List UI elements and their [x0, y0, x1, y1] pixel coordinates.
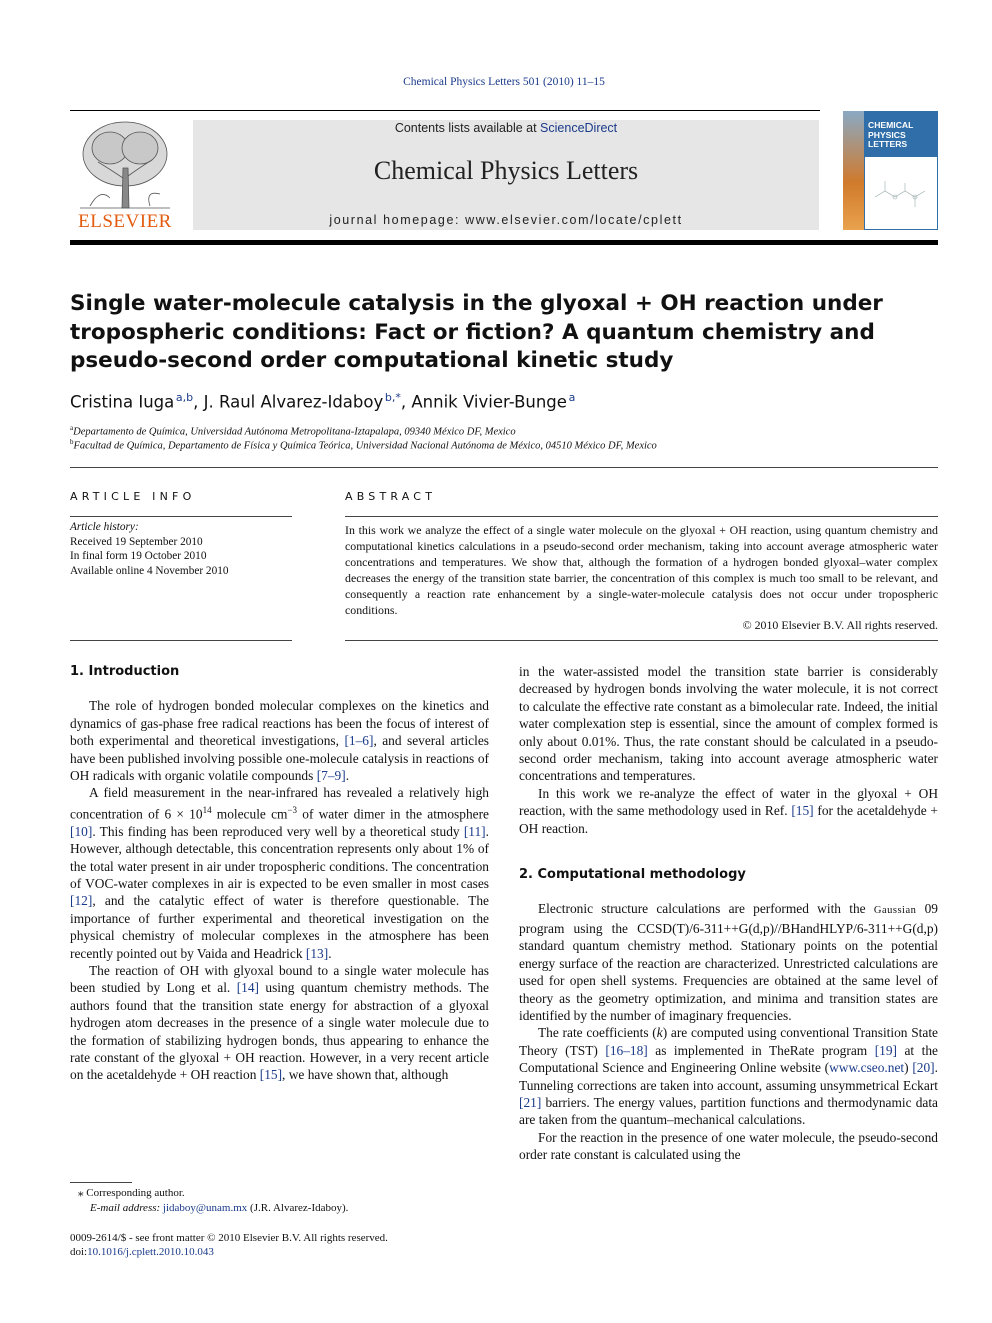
author-list: Cristina Iuga a,b, J. Raul Alvarez-Idabo…: [70, 391, 576, 412]
citation-link[interactable]: [11]: [463, 823, 486, 839]
citation-link[interactable]: [19]: [874, 1042, 897, 1058]
abstract-bottom-rule: [345, 640, 938, 641]
paragraph: A field measurement in the near-infrared…: [70, 785, 489, 961]
abstract-copyright: © 2010 Elsevier B.V. All rights reserved…: [742, 618, 938, 632]
citation-link[interactable]: [1–6]: [344, 733, 374, 749]
paragraph: In this work we re-analyze the effect of…: [519, 785, 938, 836]
citation-link[interactable]: [7–9]: [316, 768, 346, 784]
paragraph: The role of hydrogen bonded molecular co…: [70, 698, 490, 784]
author-name: J. Raul Alvarez-Idaboy: [203, 392, 384, 412]
doi-link[interactable]: 10.1016/j.cplett.2010.10.043: [87, 1246, 214, 1258]
citation-link[interactable]: [14]: [236, 980, 259, 996]
author-name: Cristina Iuga: [70, 392, 175, 412]
email-link[interactable]: jidaboy@unam.mx: [162, 1202, 248, 1214]
molecule-graphic-icon: [874, 181, 926, 207]
website-link[interactable]: www.cseo.net: [829, 1060, 905, 1076]
elsevier-wordmark: ELSEVIER: [78, 211, 172, 232]
cover-side-strip: [843, 111, 864, 230]
paragraph: Electronic structure calculations are pe…: [519, 901, 938, 1023]
citation-link[interactable]: [13]: [305, 945, 329, 961]
paragraph: For the reaction in the presence of one …: [519, 1129, 938, 1163]
citation-link[interactable]: [21]: [519, 1094, 542, 1110]
author-affiliation-mark[interactable]: b,*: [384, 391, 401, 404]
doi-line: doi:10.1016/j.cplett.2010.10.043: [70, 1246, 214, 1258]
citation-link[interactable]: [16–18]: [605, 1042, 648, 1058]
email-note: E-mail address: jidaboy@unam.mx (J.R. Al…: [90, 1202, 349, 1214]
elsevier-logo[interactable]: ELSEVIER: [70, 118, 180, 233]
citation-link[interactable]: [15]: [791, 803, 814, 819]
section-rule: [70, 467, 938, 468]
author-name: Annik Vivier-Bunge: [411, 392, 567, 412]
citation-link[interactable]: [20]: [912, 1060, 935, 1076]
affiliation-a: aDepartamento de Química, Universidad Au…: [70, 424, 516, 438]
journal-reference[interactable]: Chemical Physics Letters 501 (2010) 11–1…: [403, 76, 605, 88]
footnote-rule: [70, 1182, 132, 1183]
history-label: Article history:: [70, 521, 139, 533]
right-column: in the water-assisted model the transiti…: [519, 663, 938, 1164]
abstract-rule: [345, 516, 938, 517]
contents-prefix: Contents lists available at: [394, 121, 541, 135]
section-heading-computational-methodology: 2. Computational methodology: [519, 867, 746, 883]
article-history: Article history: Received 19 September 2…: [70, 520, 292, 578]
sciencedirect-link[interactable]: ScienceDirect: [540, 121, 618, 135]
contents-line: Contents lists available at ScienceDirec…: [193, 121, 819, 135]
paragraph: The rate coefficients (k) are computed u…: [519, 1025, 939, 1128]
article-info-heading: ARTICLE INFO: [70, 490, 196, 503]
section-heading-introduction: 1. Introduction: [70, 664, 180, 679]
top-rule: [70, 110, 820, 111]
corresponding-author-note: ⁎ Corresponding author.: [78, 1187, 185, 1199]
received-date: Received 19 September 2010: [70, 535, 203, 548]
citation-link[interactable]: [15]: [259, 1067, 283, 1083]
header-thick-rule: [70, 240, 938, 245]
article-info-rule: [70, 516, 292, 517]
cover-title: CHEMICAL PHYSICS LETTERS: [868, 120, 914, 149]
left-column: 1. Introduction The role of hydrogen bon…: [70, 663, 489, 1084]
journal-banner: [193, 120, 819, 230]
article-title: Single water-molecule catalysis in the g…: [70, 291, 883, 373]
paragraph: The reaction of OH with glyoxal bound to…: [70, 962, 489, 1083]
software-name: Gaussian: [873, 905, 917, 917]
author-affiliation-mark[interactable]: a: [568, 391, 576, 404]
cover-illustration: [865, 157, 937, 229]
journal-name: Chemical Physics Letters: [373, 156, 639, 185]
journal-cover-thumbnail[interactable]: CHEMICAL PHYSICS LETTERS: [843, 111, 938, 230]
abstract-text: In this work we analyze the effect of a …: [345, 523, 938, 617]
article-info-bottom-rule: [70, 640, 292, 641]
abstract-heading: ABSTRACT: [345, 490, 437, 503]
online-date: Available online 4 November 2010: [70, 564, 229, 577]
paragraph: in the water-assisted model the transiti…: [519, 664, 938, 784]
elsevier-tree-icon: [80, 121, 170, 209]
final-form-date: In final form 19 October 2010: [70, 550, 207, 562]
affiliation-b: bFacultad de Química, Departamento de Fí…: [70, 438, 657, 452]
author-affiliation-mark[interactable]: a,b: [175, 391, 194, 404]
citation-link[interactable]: [10]: [70, 823, 93, 839]
citation-link[interactable]: [12]: [70, 893, 93, 909]
journal-homepage[interactable]: journal homepage: www.elsevier.com/locat…: [329, 213, 683, 227]
issn-line: 0009-2614/$ - see front matter © 2010 El…: [70, 1232, 388, 1244]
